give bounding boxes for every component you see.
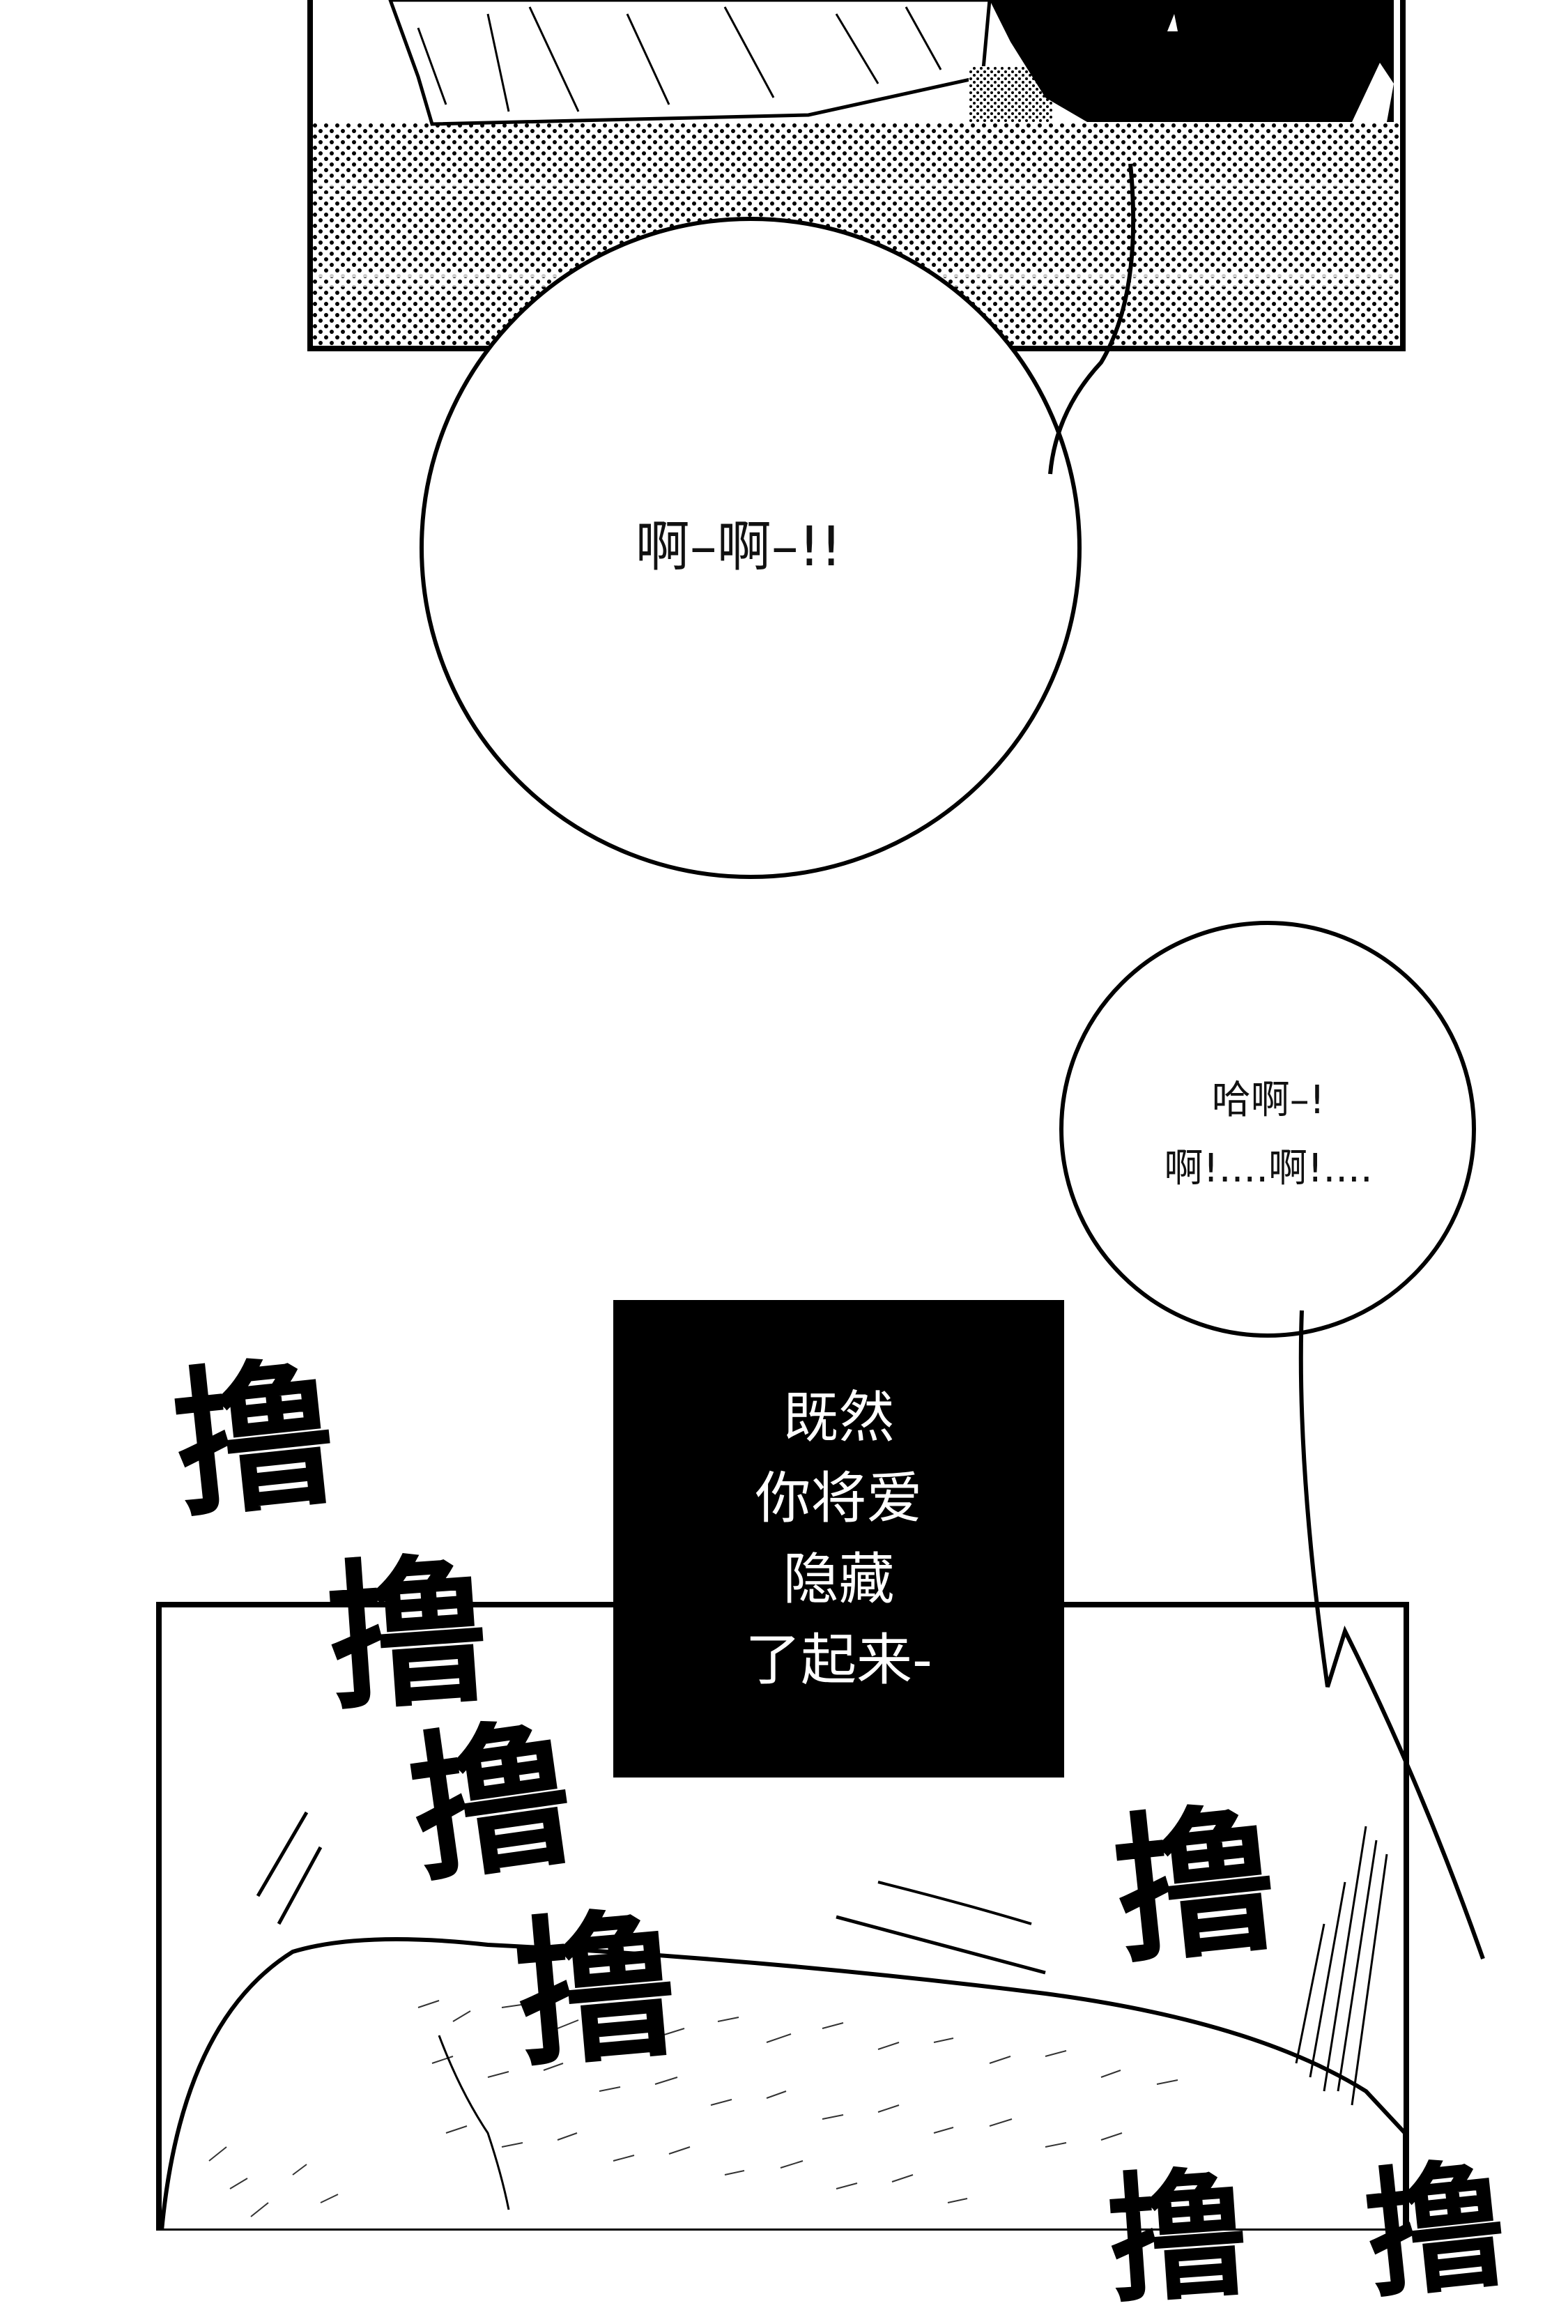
sfx-stroke-4: 撸 bbox=[507, 1889, 684, 2091]
sfx-stroke-3: 撸 bbox=[399, 1697, 584, 1906]
sfx-stroke-1: 撸 bbox=[164, 1337, 344, 1542]
narration-caption-box: 既然 你将爱 隐藏 了起来- bbox=[613, 1300, 1064, 1778]
speech-bubble-right bbox=[1059, 921, 1485, 1959]
speech-text-right: 哈啊–! 啊!....啊!.... bbox=[1164, 1078, 1373, 1191]
sfx-stroke-2: 撸 bbox=[321, 1535, 495, 1734]
speech-text-top: 啊–啊–!! bbox=[635, 516, 843, 579]
sfx-stroke-6: 撸 bbox=[1102, 2150, 1253, 2324]
speech-bubble-top bbox=[420, 163, 1136, 879]
sfx-stroke-5: 撸 bbox=[1105, 1783, 1285, 1988]
comic-artwork bbox=[156, 0, 1485, 2231]
bottom-panel bbox=[156, 1602, 1409, 2231]
sfx-stroke-7: 撸 bbox=[1358, 2141, 1514, 2319]
